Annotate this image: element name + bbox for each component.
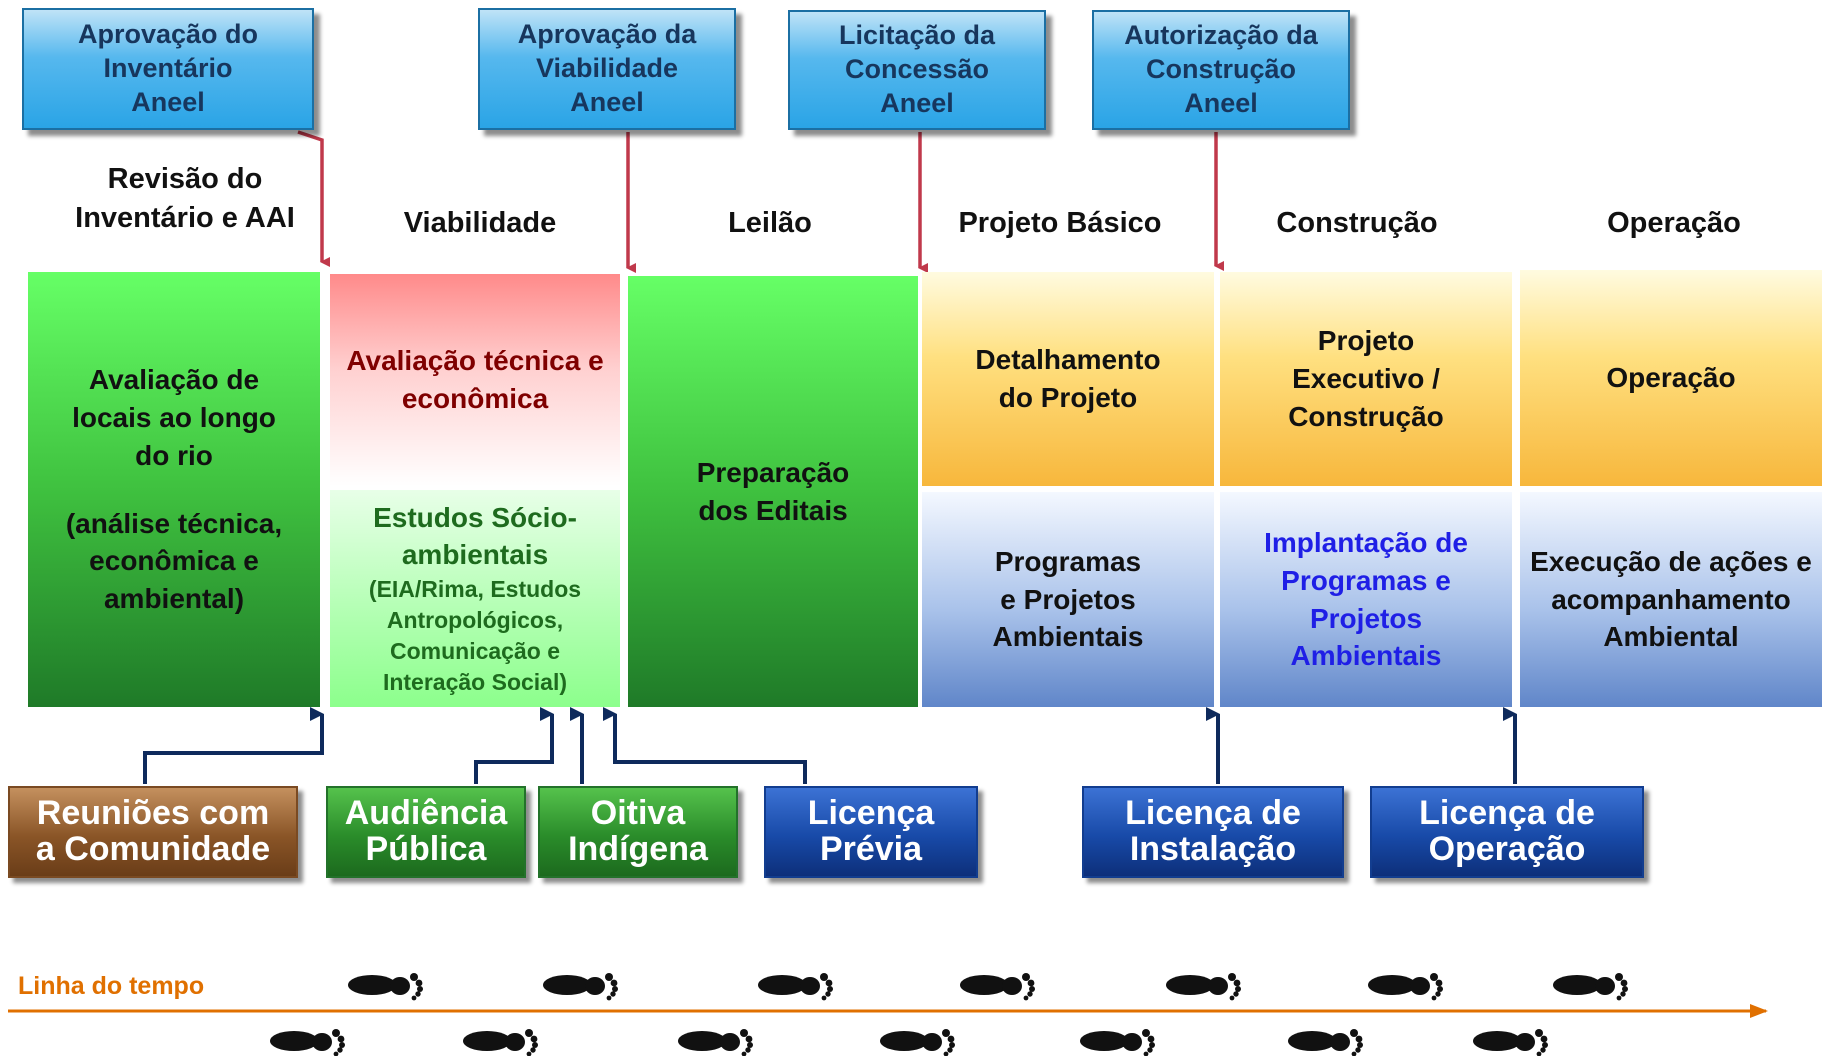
milestone-connectors: [143, 707, 1517, 784]
approval-line: Aprovação da: [517, 19, 697, 50]
footprint-icon: [758, 973, 833, 1001]
approval-line: Aneel: [1184, 87, 1258, 118]
approval-box-inventario: Aprovação do Inventário Aneel: [22, 8, 314, 130]
milestone-reunioes-comunidade: Reuniões com a Comunidade: [8, 786, 298, 878]
approval-box-autorizacao: Autorização da Construção Aneel: [1092, 10, 1350, 130]
box-avaliacao-tecnica: Avaliação técnica e econômica: [330, 274, 620, 486]
phase-viabilidade: Viabilidade: [403, 207, 557, 239]
approval-box-viabilidade: Aprovação da Viabilidade Aneel: [478, 8, 736, 130]
approval-line: Aprovação do: [77, 19, 259, 50]
box-execucao-acoes: Execução de ações e acompanhamento Ambie…: [1520, 492, 1822, 707]
approval-line: Aneel: [131, 86, 205, 117]
milestone-oitiva-indigena: Oitiva Indígena: [538, 786, 738, 878]
box-projeto-executivo: Projeto Executivo / Construção: [1220, 272, 1512, 486]
approval-line: Construção: [1145, 54, 1297, 85]
approval-arrows: [297, 130, 1224, 273]
footprint-icon: [1080, 1029, 1155, 1056]
connector-reunioes: [143, 707, 324, 784]
phase-construcao: Construção: [1276, 207, 1438, 239]
footprint-icon: [1473, 1029, 1548, 1056]
approval-line: Licitação da: [838, 20, 996, 51]
approval-line: Aneel: [880, 87, 954, 118]
timeline-label: Linha do tempo: [18, 972, 205, 1000]
approval-line: Viabilidade: [535, 53, 679, 84]
milestone-licenca-instalacao: Licença de Instalação: [1082, 786, 1344, 878]
approval-line: Inventário: [103, 53, 233, 84]
footprint-icon: [1553, 973, 1628, 1001]
phase-projeto-basico: Projeto Básico: [958, 207, 1162, 239]
box-programas-ambientais: Programas e Projetos Ambientais: [922, 492, 1214, 707]
phase-operacao: Operação: [1607, 207, 1741, 239]
footprint-icon: [1288, 1029, 1363, 1056]
box-implantacao-programas: Implantação de Programas e Projetos Ambi…: [1220, 492, 1512, 707]
box-avaliacao-locais: Avaliação de locais ao longo do rio (aná…: [28, 272, 320, 707]
footprint-icon: [678, 1029, 753, 1056]
box-estudos-socioambientais: Estudos Sócio- ambientais (EIA/Rima, Est…: [330, 490, 620, 707]
approval-line: Aneel: [570, 86, 644, 117]
approval-line: Concessão: [844, 54, 990, 85]
footprint-icon: [543, 973, 618, 1001]
footprint-icon: [880, 1029, 955, 1056]
phase-revisao: Revisão do Inventário e AAI: [75, 163, 295, 235]
connector-audiencia: [474, 707, 554, 784]
milestone-licenca-operacao: Licença de Operação: [1370, 786, 1644, 878]
footprint-icon: [348, 973, 423, 1001]
footprint-icon: [960, 973, 1035, 1001]
box-operacao: Operação: [1520, 270, 1822, 486]
connector-licenca-previa: [603, 707, 807, 784]
approval-arrow-1: [297, 130, 330, 267]
box-preparacao-editais: Preparação dos Editais: [628, 276, 918, 707]
milestone-audiencia-publica: Audiência Pública: [326, 786, 526, 878]
footprint-icon: [1368, 973, 1443, 1001]
box-detalhamento: Detalhamento do Projeto: [922, 272, 1214, 486]
footprint-icon: [463, 1029, 538, 1056]
approval-box-licitacao: Licitação da Concessão Aneel: [788, 10, 1046, 130]
approval-line: Autorização da: [1124, 20, 1318, 51]
footprint-icon: [270, 1029, 345, 1056]
phase-leilao: Leilão: [728, 207, 812, 239]
milestone-licenca-previa: Licença Prévia: [764, 786, 978, 878]
footprint-icon: [1166, 973, 1241, 1001]
